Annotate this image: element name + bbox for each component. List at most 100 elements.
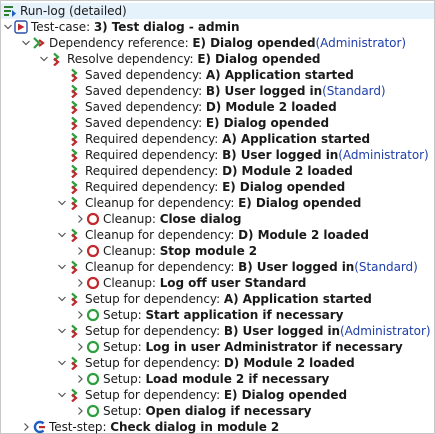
node-type-text: Required dependency:: [85, 180, 223, 194]
node-type-text: Cleanup for dependency:: [85, 196, 239, 210]
node-name-text: Start application if necessary: [145, 308, 344, 322]
tree-item-cleanup[interactable]: Cleanup: Close dialog: [1, 211, 434, 227]
tree-item-test-step[interactable]: Test-step: Check dialog in module 2: [1, 419, 434, 434]
collapse-chevron-icon[interactable]: [56, 291, 68, 307]
tree-item-required-dependency[interactable]: Required dependency: D) Module 2 loaded: [1, 163, 434, 179]
node-name-text: Stop module 2: [159, 244, 258, 258]
cleanup-ring-icon: [86, 212, 100, 226]
node-type-text: Saved dependency:: [85, 68, 206, 82]
tree-item-resolve-dependency[interactable]: Resolve dependency: E) Dialog opended: [1, 51, 434, 67]
tree-item-label: Cleanup: Stop module 2: [103, 243, 257, 259]
node-type-text: Dependency reference:: [49, 36, 193, 50]
node-type-text: Resolve dependency:: [67, 52, 198, 66]
tree-item-label: Run-log (detailed): [20, 3, 127, 19]
tree-item-saved-dependency[interactable]: Saved dependency: B) User logged in(Stan…: [1, 83, 434, 99]
cleanup-ring-icon: [86, 276, 100, 290]
tree-item-required-dependency[interactable]: Required dependency: E) Dialog opended: [1, 179, 434, 195]
tree-item-setup-for-dependency[interactable]: Setup for dependency: D) Module 2 loaded: [1, 355, 434, 371]
collapse-chevron-icon[interactable]: [56, 355, 68, 371]
tree-item-dependency-reference[interactable]: Dependency reference: E) Dialog opended(…: [1, 35, 434, 51]
dependency-arrow-icon: [68, 260, 82, 274]
user-name-text: (Administrator): [340, 324, 431, 338]
collapse-chevron-icon[interactable]: [56, 323, 68, 339]
node-name-text: Log in user Administrator if necessary: [145, 340, 403, 354]
tree-item-cleanup-for-dependency[interactable]: Cleanup for dependency: D) Module 2 load…: [1, 227, 434, 243]
tree-item-cleanup[interactable]: Cleanup: Log off user Standard: [1, 275, 434, 291]
tree-item-setup[interactable]: Setup: Load module 2 if necessary: [1, 371, 434, 387]
node-name-text: E) Dialog opended: [197, 52, 321, 66]
expand-chevron-icon[interactable]: [74, 211, 86, 227]
node-name-text: Open dialog if necessary: [145, 404, 312, 418]
tree-item-label: Setup for dependency: B) User logged in(…: [85, 323, 431, 339]
tree-item-setup-for-dependency[interactable]: Setup for dependency: E) Dialog opended: [1, 387, 434, 403]
tree-item-label: Cleanup: Log off user Standard: [103, 275, 306, 291]
dependency-arrow-icon: [68, 100, 82, 114]
expand-chevron-icon[interactable]: [20, 419, 32, 434]
expand-chevron-icon[interactable]: [74, 307, 86, 323]
tree-item-run-log[interactable]: Run-log (detailed): [1, 3, 434, 19]
tree-item-label: Test-step: Check dialog in module 2: [49, 419, 279, 434]
node-name-text: Check dialog in module 2: [110, 420, 280, 434]
tree-item-label: Saved dependency: E) Dialog opended: [85, 115, 329, 131]
collapse-chevron-icon[interactable]: [20, 35, 32, 51]
node-name-text: A) Application started: [222, 132, 371, 146]
node-type-text: Setup for dependency:: [85, 324, 224, 338]
tree-item-label: Saved dependency: A) Application started: [85, 67, 354, 83]
expand-chevron-icon[interactable]: [74, 275, 86, 291]
tree-item-setup-for-dependency[interactable]: Setup for dependency: A) Application sta…: [1, 291, 434, 307]
node-name-text: Log off user Standard: [159, 276, 307, 290]
tree-item-saved-dependency[interactable]: Saved dependency: A) Application started: [1, 67, 434, 83]
node-type-text: Setup for dependency:: [85, 356, 224, 370]
dependency-arrow-icon: [68, 356, 82, 370]
tree-item-label: Setup for dependency: A) Application sta…: [85, 291, 372, 307]
setup-ring-icon: [86, 404, 100, 418]
tree-item-label: Cleanup for dependency: E) Dialog opende…: [85, 195, 361, 211]
tree-item-setup-for-dependency[interactable]: Setup for dependency: B) User logged in(…: [1, 323, 434, 339]
expand-chevron-icon[interactable]: [74, 371, 86, 387]
tree-item-label: Setup: Load module 2 if necessary: [103, 371, 329, 387]
node-type-text: Test-step:: [49, 420, 111, 434]
node-name-text: D) Module 2 loaded: [222, 164, 353, 178]
dependency-arrow-icon: [68, 84, 82, 98]
tree-item-label: Resolve dependency: E) Dialog opended: [67, 51, 321, 67]
node-name-text: A) Application started: [223, 292, 372, 306]
tree-item-setup[interactable]: Setup: Open dialog if necessary: [1, 403, 434, 419]
dependency-arrow-icon: [68, 388, 82, 402]
dependency-arrow-icon: [68, 164, 82, 178]
expand-chevron-icon[interactable]: [74, 243, 86, 259]
user-name-text: (Standard): [322, 84, 386, 98]
node-name-text: Close dialog: [159, 212, 242, 226]
collapse-chevron-icon[interactable]: [38, 51, 50, 67]
collapse-chevron-icon[interactable]: [2, 19, 14, 35]
node-name-text: E) Dialog opended: [223, 388, 347, 402]
collapse-chevron-icon[interactable]: [56, 227, 68, 243]
expand-chevron-icon[interactable]: [74, 339, 86, 355]
tree-item-label: Required dependency: D) Module 2 loaded: [85, 163, 353, 179]
tree-item-cleanup[interactable]: Cleanup: Stop module 2: [1, 243, 434, 259]
tree-item-label: Required dependency: B) User logged in(A…: [85, 147, 429, 163]
tree-item-setup[interactable]: Setup: Log in user Administrator if nece…: [1, 339, 434, 355]
tree-item-label: Setup: Open dialog if necessary: [103, 403, 311, 419]
tree-item-cleanup-for-dependency[interactable]: Cleanup for dependency: E) Dialog opende…: [1, 195, 434, 211]
collapse-chevron-icon[interactable]: [56, 387, 68, 403]
tree-item-label: Setup for dependency: E) Dialog opended: [85, 387, 347, 403]
collapse-chevron-icon[interactable]: [56, 259, 68, 275]
node-name-text: E) Dialog opended: [222, 180, 346, 194]
collapse-chevron-icon[interactable]: [56, 195, 68, 211]
tree-item-label: Setup for dependency: D) Module 2 loaded: [85, 355, 355, 371]
expand-chevron-icon[interactable]: [74, 403, 86, 419]
node-type-text: Saved dependency:: [85, 116, 206, 130]
tree-item-test-case[interactable]: Test-case: 3) Test dialog - admin: [1, 19, 434, 35]
tree-item-label: Saved dependency: D) Module 2 loaded: [85, 99, 337, 115]
tree-item-saved-dependency[interactable]: Saved dependency: D) Module 2 loaded: [1, 99, 434, 115]
tree-item-setup[interactable]: Setup: Start application if necessary: [1, 307, 434, 323]
node-name-text: D) Module 2 loaded: [223, 356, 355, 370]
tree-item-required-dependency[interactable]: Required dependency: B) User logged in(A…: [1, 147, 434, 163]
tree-item-saved-dependency[interactable]: Saved dependency: E) Dialog opended: [1, 115, 434, 131]
tree-item-required-dependency[interactable]: Required dependency: A) Application star…: [1, 131, 434, 147]
user-name-text: (Administrator): [338, 148, 429, 162]
node-name-text: E) Dialog opended: [192, 36, 316, 50]
tree-item-cleanup-for-dependency[interactable]: Cleanup for dependency: B) User logged i…: [1, 259, 434, 275]
user-name-text: (Administrator): [315, 36, 406, 50]
node-type-text: Setup:: [103, 340, 146, 354]
